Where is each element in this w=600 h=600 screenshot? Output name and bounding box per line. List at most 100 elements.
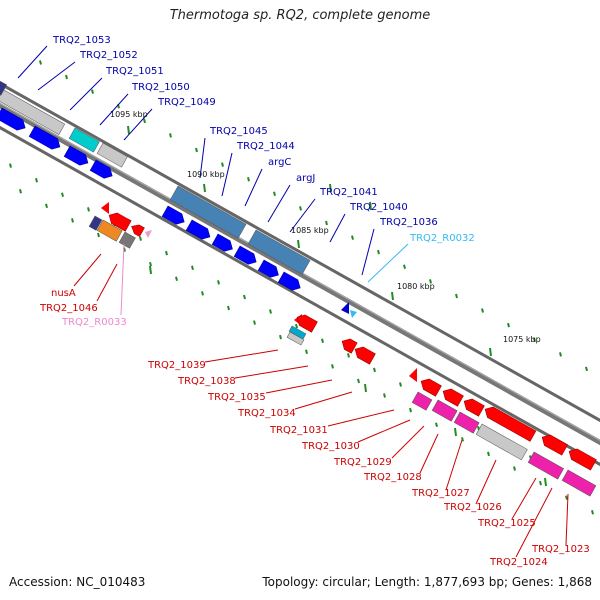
kbp-tick bbox=[591, 510, 594, 515]
reverse-cds-arrow bbox=[296, 314, 318, 333]
reverse-gene-label-leader bbox=[73, 253, 102, 287]
accession-text: Accession: NC_010483 bbox=[9, 575, 146, 589]
forward-gene-label-leader bbox=[221, 152, 233, 197]
gene-track-segment-blue bbox=[169, 185, 247, 239]
kbp-tick bbox=[279, 334, 282, 340]
kbp-tick bbox=[305, 349, 308, 354]
kbp-tick bbox=[195, 147, 198, 153]
kbp-tick bbox=[97, 232, 100, 238]
kbp-tick bbox=[461, 437, 464, 442]
reverse-gene-label: TRQ2_1023 bbox=[531, 544, 590, 555]
kbp-major-tick bbox=[127, 125, 130, 135]
reverse-gene-label: TRQ2_1027 bbox=[411, 488, 470, 499]
reverse-gene-label-leader bbox=[419, 433, 439, 474]
kbp-major-tick bbox=[364, 383, 367, 393]
gene-track-segment-gray bbox=[96, 142, 128, 168]
forward-gene-label-leader bbox=[244, 168, 263, 207]
kbp-tick bbox=[487, 451, 490, 457]
reverse-gene-label-leader bbox=[327, 409, 395, 427]
kbp-tick bbox=[429, 279, 432, 284]
forward-cds-arrow bbox=[28, 125, 61, 150]
reverse-cds-arrow bbox=[420, 378, 442, 397]
kbp-tick bbox=[19, 188, 22, 194]
kbp-tick bbox=[383, 393, 386, 398]
reverse-gene-label: TRQ2_1038 bbox=[177, 376, 236, 387]
kbp-tick bbox=[559, 352, 562, 357]
kbp-major-tick bbox=[369, 201, 372, 211]
reverse-gene-label: TRQ2_1029 bbox=[333, 457, 392, 468]
reverse-gene-label-leader bbox=[234, 365, 309, 379]
reverse-gene-label-leader bbox=[445, 439, 463, 491]
reverse-cds-arrow bbox=[568, 448, 597, 471]
reverse-gene-label: TRQ2_1028 bbox=[363, 472, 422, 483]
gene-track-segment-blue bbox=[247, 229, 311, 275]
kbp-tick bbox=[71, 218, 74, 223]
reverse-cds-arrow bbox=[354, 346, 376, 365]
rrna-feature bbox=[350, 310, 357, 318]
forward-gene-label: argJ bbox=[296, 173, 315, 184]
kbp-tick bbox=[243, 294, 246, 300]
kbp-tick bbox=[585, 366, 588, 372]
trna-gene-label-leader bbox=[120, 243, 125, 316]
gene-track-outline-lower bbox=[0, 125, 600, 467]
gene-track-outline-upper bbox=[0, 81, 600, 423]
reverse-gene-label: TRQ2_1035 bbox=[207, 392, 266, 403]
forward-gene-label: TRQ2_1052 bbox=[79, 50, 138, 61]
kbp-tick bbox=[403, 264, 406, 270]
kbp-tick bbox=[227, 305, 230, 311]
gene-track-segment-gray bbox=[118, 231, 136, 249]
kbp-major-tick bbox=[297, 239, 300, 249]
reverse-gene-label-leader bbox=[475, 459, 497, 505]
rrna-gene-label: TRQ2_R0032 bbox=[409, 233, 475, 244]
kbp-tick bbox=[539, 480, 542, 486]
forward-gene-label-leader bbox=[123, 108, 153, 141]
kbp-tick bbox=[377, 249, 380, 255]
forward-cds-arrow bbox=[161, 205, 185, 225]
kbp-tick bbox=[481, 308, 484, 313]
forward-gene-label: TRQ2_1040 bbox=[349, 202, 408, 213]
forward-gene-label-leader bbox=[17, 45, 48, 79]
reverse-gene-label: TRQ2_1026 bbox=[443, 502, 502, 513]
kbp-tick bbox=[507, 322, 510, 328]
kbp-tick bbox=[565, 495, 568, 500]
reverse-cds-arrow bbox=[484, 406, 537, 442]
kbp-tick bbox=[455, 293, 458, 299]
kbp-tick bbox=[143, 118, 146, 124]
forward-gene-label: TRQ2_1051 bbox=[105, 66, 164, 77]
kbp-tick bbox=[273, 191, 276, 197]
kbp-major-tick bbox=[329, 183, 332, 193]
reverse-cds-arrow bbox=[541, 434, 569, 456]
kbp-tick bbox=[357, 378, 360, 384]
kbp-tick bbox=[175, 276, 178, 282]
gene-track-segment-gray bbox=[286, 331, 305, 346]
kbp-tick bbox=[409, 407, 412, 413]
forward-gene-label: TRQ2_1050 bbox=[131, 82, 190, 93]
kbp-major-tick bbox=[544, 477, 547, 487]
gene-features bbox=[0, 79, 597, 497]
kbp-tick bbox=[253, 320, 256, 325]
scale-label-1090kbp: 1090 kbp bbox=[187, 170, 225, 179]
reverse-gene-label-leader bbox=[357, 419, 411, 443]
scale-label-1095kbp: 1095 kbp bbox=[110, 110, 148, 119]
kbp-tick bbox=[513, 466, 516, 471]
scale-label-1085kbp: 1085 kbp bbox=[291, 226, 329, 235]
reverse-gene-label-leader bbox=[565, 493, 569, 546]
forward-cds-arrow bbox=[63, 145, 89, 166]
kbp-tick bbox=[299, 206, 302, 211]
reverse-cds-arrow bbox=[341, 338, 358, 354]
forward-gene-label-leader bbox=[37, 61, 76, 91]
forward-gene-label: TRQ2_1045 bbox=[209, 126, 268, 137]
kbp-tick bbox=[139, 236, 142, 241]
kbp-tick bbox=[9, 163, 12, 168]
forward-gene-label: TRQ2_1053 bbox=[52, 35, 111, 46]
kbp-tick bbox=[435, 422, 438, 427]
gene-track-segment-magenta bbox=[453, 411, 480, 434]
kbp-tick bbox=[221, 162, 224, 167]
forward-gene-label-leader bbox=[329, 213, 346, 243]
kbp-tick bbox=[321, 338, 324, 343]
gene-track-segment-orange bbox=[96, 219, 123, 242]
kbp-tick bbox=[39, 60, 42, 65]
forward-cds-arrow bbox=[89, 159, 113, 179]
